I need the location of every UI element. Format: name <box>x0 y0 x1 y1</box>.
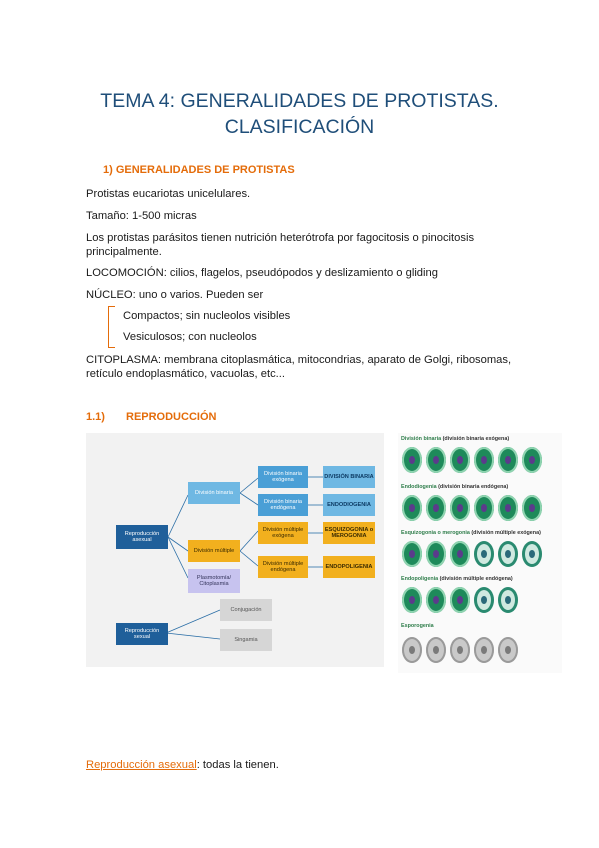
cell-image <box>450 637 470 663</box>
cell-image <box>498 587 518 613</box>
cell-image <box>402 541 422 567</box>
cell-image <box>426 637 446 663</box>
paragraph-eucariotas: Protistas eucariotas unicelulares. <box>86 188 251 200</box>
cell-image <box>402 495 422 521</box>
cell-image <box>450 495 470 521</box>
caption-esporogenia: Esporogenia <box>401 623 434 629</box>
cell-division-figure: División binaria (división binaria exóge… <box>398 433 562 673</box>
paragraph-nucleo: NÚCLEO: uno o varios. Pueden ser <box>86 289 264 301</box>
bracket-nucleo <box>108 306 115 348</box>
footer-text: : todas la tienen. <box>196 759 279 771</box>
section-heading-generalidades: 1) GENERALIDADES DE PROTISTAS <box>103 164 295 176</box>
cells-row-endodiogenia <box>402 495 542 521</box>
cell-image <box>450 587 470 613</box>
caption-endopoligenia: Endopoligenia (división múltiple endógen… <box>401 576 513 582</box>
box-multiple-endogena: División múltiple endógena <box>258 556 308 578</box>
caption-endodiogenia: Endodiogenia (división binaria endógena) <box>401 484 509 490</box>
cell-image <box>474 447 494 473</box>
diagram-connectors <box>165 476 323 640</box>
box-conjugacion: Conjugación <box>220 599 272 621</box>
cell-image <box>498 447 518 473</box>
cell-image <box>450 541 470 567</box>
cell-image <box>498 541 518 567</box>
cell-image <box>402 637 422 663</box>
box-reproduccion-asexual: Reproducción asexual <box>116 525 168 549</box>
cell-image <box>498 637 518 663</box>
reproduction-diagram: Reproducción asexual División binaria Di… <box>86 433 384 667</box>
cells-row-endopoligenia <box>402 587 518 613</box>
box-division-binaria-result: DIVISIÓN BINARIA <box>323 466 375 488</box>
box-endopoligenia: ENDOPOLIGENIA <box>323 556 375 578</box>
link-reproduccion-asexual[interactable]: Reproducción asexual <box>86 759 197 771</box>
cell-image <box>402 447 422 473</box>
box-multiple-exogena: División múltiple exógena <box>258 522 308 544</box>
cell-image <box>498 495 518 521</box>
cell-image <box>522 495 542 521</box>
cell-image <box>522 541 542 567</box>
box-esquizogonia: ESQUIZOGONIA o MEROGONIA <box>323 522 375 544</box>
box-binaria-endogena: División binaria endógena <box>258 494 308 516</box>
cell-image <box>426 587 446 613</box>
cell-image <box>474 587 494 613</box>
nucleo-item-compactos: Compactos; sin nucleolos visibles <box>123 310 291 322</box>
title-line-1: TEMA 4: GENERALIDADES DE PROTISTAS. <box>100 90 499 112</box>
paragraph-citoplasma-line-1: CITOPLASMA: membrana citoplasmática, mit… <box>86 354 512 366</box>
nucleo-item-vesiculosos: Vesiculosos; con nucleolos <box>123 331 257 343</box>
section-heading-reproduccion: 1.1) REPRODUCCIÓN <box>86 411 216 423</box>
cell-image <box>426 495 446 521</box>
page-title: TEMA 4: GENERALIDADES DE PROTISTAS. CLAS… <box>0 88 599 140</box>
box-binaria-exogena: División binaria exógena <box>258 466 308 488</box>
box-reproduccion-sexual: Reproducción sexual <box>116 623 168 645</box>
cells-row-binaria <box>402 447 542 473</box>
cell-image <box>450 447 470 473</box>
paragraph-nutricion: Los protistas parásitos tienen nutrición… <box>86 231 474 259</box>
cell-image <box>522 447 542 473</box>
caption-division-binaria: División binaria (división binaria exóge… <box>401 436 510 442</box>
paragraph-nutricion-line-2: principalmente. <box>86 246 162 258</box>
cell-image <box>426 541 446 567</box>
paragraph-tamano: Tamaño: 1-500 micras <box>86 210 197 222</box>
cell-image <box>474 541 494 567</box>
cell-image <box>474 637 494 663</box>
section-title: REPRODUCCIÓN <box>126 411 217 423</box>
cells-row-esquizogonia <box>402 541 542 567</box>
paragraph-citoplasma-line-2: retículo endoplasmático, vacuolas, etc..… <box>86 368 285 380</box>
box-endodiogenia: ENDODIOGENIA <box>323 494 375 516</box>
paragraph-locomocion: LOCOMOCIÓN: cilios, flagelos, pseudópodo… <box>86 267 438 279</box>
box-singamia: Singamia <box>220 629 272 651</box>
cells-row-esporogenia <box>402 637 518 663</box>
box-division-binaria: División binaria <box>188 482 240 504</box>
cell-image <box>474 495 494 521</box>
box-division-multiple: División múltiple <box>188 540 240 562</box>
caption-esquizogonia: Esquizogonia o merogonia (división múlti… <box>401 530 541 536</box>
cell-image <box>426 447 446 473</box>
paragraph-reproduccion-asexual: Reproducción asexual: todas la tienen. <box>86 759 279 771</box>
section-number: 1.1) <box>86 411 105 423</box>
paragraph-nutricion-line-1: Los protistas parásitos tienen nutrición… <box>86 232 475 244</box>
title-line-2: CLASIFICACIÓN <box>224 116 375 138</box>
box-plasmotomia: Plasmotomía/ Citoplasmia <box>188 569 240 593</box>
cell-image <box>402 587 422 613</box>
paragraph-citoplasma: CITOPLASMA: membrana citoplasmática, mit… <box>86 353 511 381</box>
